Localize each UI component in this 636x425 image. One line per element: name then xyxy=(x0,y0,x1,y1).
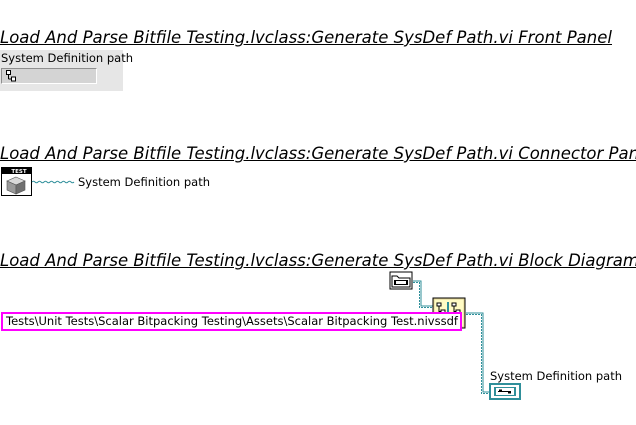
sysdef-path-constant[interactable]: Tests\Unit Tests\Scalar Bitpacking Testi… xyxy=(1,312,462,331)
path-indicator-terminal-icon[interactable] xyxy=(489,383,521,400)
block-diagram-title: Load And Parse Bitfile Testing.lvclass:G… xyxy=(0,251,636,270)
folder-path-node-icon[interactable] xyxy=(389,271,413,290)
vi-icon-banner-text: TEST xyxy=(11,169,26,175)
system-definition-path-control[interactable] xyxy=(1,68,97,84)
system-definition-path-label: System Definition path xyxy=(1,51,134,65)
front-panel-title: Load And Parse Bitfile Testing.lvclass:G… xyxy=(0,28,612,47)
vi-test-icon[interactable]: TEST xyxy=(1,167,32,196)
system-definition-path-indicator-label: System Definition path xyxy=(490,369,623,383)
connector-terminal-label: System Definition path xyxy=(78,175,211,189)
browse-path-icon[interactable] xyxy=(6,70,16,82)
connector-pane-title: Load And Parse Bitfile Testing.lvclass:G… xyxy=(0,144,636,163)
